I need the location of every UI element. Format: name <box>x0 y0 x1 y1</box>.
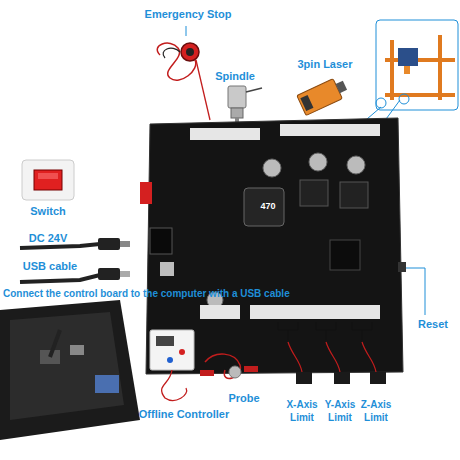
laser-module <box>297 75 350 115</box>
instruction-note: Connect the control board to the compute… <box>3 287 343 300</box>
part-label: Probe <box>222 392 266 405</box>
control-board <box>398 262 406 272</box>
emergency-stop <box>163 48 180 58</box>
probe <box>200 370 214 376</box>
laptop <box>70 345 84 355</box>
control-board <box>309 153 327 171</box>
bracket <box>352 322 372 340</box>
limit-switch <box>370 372 386 384</box>
limit-switch <box>288 342 386 384</box>
control-board <box>190 128 260 140</box>
spindle <box>228 86 246 108</box>
control-board <box>140 118 406 374</box>
laser-engraver <box>385 35 455 100</box>
laptop <box>10 312 124 420</box>
emergency-stop <box>186 48 194 56</box>
dc-cable <box>98 238 120 250</box>
part-label: X-Axis Limit <box>282 398 322 424</box>
control-board <box>250 305 380 319</box>
offline-controller <box>156 336 174 346</box>
control-board <box>280 124 380 136</box>
leader-line <box>186 26 187 36</box>
emergency-stop <box>157 43 210 120</box>
emergency-stop <box>196 60 210 120</box>
limit-switch <box>334 372 350 384</box>
bracket <box>316 322 336 340</box>
part-label: Switch <box>18 205 78 218</box>
limit-switch <box>326 342 340 372</box>
laser-module <box>297 79 343 116</box>
control-board <box>160 262 174 276</box>
laptop <box>50 330 60 357</box>
laser-engraver <box>399 94 409 104</box>
laser-engraver <box>376 20 458 110</box>
laser-engraver <box>376 98 386 108</box>
offline-controller <box>167 357 173 363</box>
usb-cable <box>120 271 130 277</box>
part-label: Offline Controller <box>132 408 236 421</box>
part-label: Spindle <box>205 70 265 83</box>
usb-cable <box>20 275 100 282</box>
laser-module <box>297 75 350 115</box>
offline-controller <box>179 349 185 355</box>
laser-engraver <box>376 20 458 110</box>
part-label: Y-Axis Limit <box>320 398 360 424</box>
laptop <box>0 300 140 440</box>
component-marking: 470 <box>250 200 286 213</box>
leader-line <box>403 268 425 315</box>
limit-switch <box>362 342 376 372</box>
laser-module <box>336 81 347 93</box>
limit-switch <box>296 372 312 384</box>
offline-controller <box>150 330 194 370</box>
laser-engraver <box>398 48 418 66</box>
usb-cable <box>98 268 120 280</box>
control-board <box>347 156 365 174</box>
part-label: 3pin Laser <box>288 58 362 71</box>
dc-cable <box>20 244 100 248</box>
part-label: USB cable <box>8 260 92 273</box>
control-board <box>330 240 360 270</box>
rocker-switch <box>34 170 62 190</box>
laptop <box>0 300 140 440</box>
part-label: Z-Axis Limit <box>356 398 396 424</box>
probe <box>200 354 258 378</box>
control-board <box>340 182 368 208</box>
control-board <box>300 180 328 206</box>
offline-controller <box>162 370 187 400</box>
rocker-switch <box>22 160 74 200</box>
laser-engraver <box>404 66 410 74</box>
bracket <box>278 322 372 340</box>
spindle <box>246 88 262 92</box>
part-label: DC 24V <box>16 232 80 245</box>
control-board <box>150 228 172 254</box>
laser-module <box>300 95 313 111</box>
rocker-switch <box>22 160 74 200</box>
dc-cable <box>120 241 130 247</box>
part-label: Emergency Stop <box>138 8 238 21</box>
emergency-stop <box>181 43 199 61</box>
bracket <box>278 322 298 340</box>
probe <box>244 366 258 372</box>
control-board <box>200 305 240 319</box>
control-board <box>146 118 403 374</box>
limit-switch <box>288 342 302 372</box>
probe <box>229 366 241 378</box>
control-board <box>140 182 152 204</box>
spindle <box>231 108 243 118</box>
control-board <box>263 159 281 177</box>
rocker-switch <box>38 173 58 179</box>
offline-controller <box>150 330 194 400</box>
laptop <box>95 375 119 393</box>
part-label: Reset <box>410 318 456 331</box>
